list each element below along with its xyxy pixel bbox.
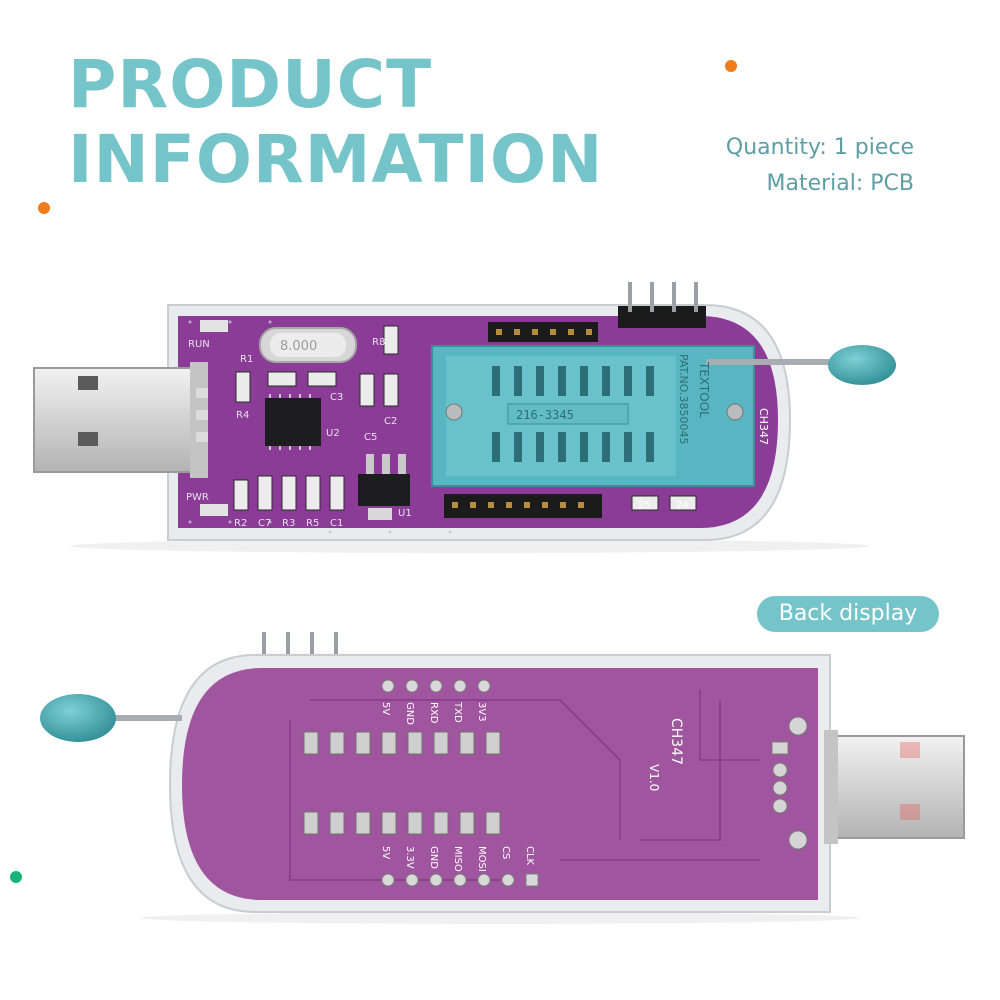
label-c2: C2 [384,416,397,427]
front-board [33,282,896,553]
label-r8: R8 [372,337,385,348]
socket-brand: TEXTOOL [697,361,711,418]
spec-material: Material: PCB [766,171,914,196]
pcb-edge-dots [188,320,452,534]
label-u2: U2 [326,428,340,439]
green-dot-left [10,871,22,883]
back-pin-bottom-5: MOSI [476,846,487,872]
back-pin-bottom-2: 3.3V [404,846,415,869]
back-pin-top-2: GND [404,702,415,725]
label-25: 25 [638,500,651,511]
back-pin-top-3: RXD [428,702,439,724]
orange-dot-top-right [725,60,737,72]
back-pin-bottom-3: GND [428,846,439,869]
back-board [40,632,965,924]
spec-quantity: Quantity: 1 piece [725,135,914,160]
label-r4: R4 [236,410,249,421]
lever-knob [828,345,896,385]
usb-plug-back [824,730,965,844]
usb-plug-front [33,362,208,478]
socket-patent: PAT.NO.3850045 [677,354,690,444]
back-pin-bottom-7: CLK [524,846,535,866]
label-r3: R3 [282,518,295,529]
back-pin-bottom-4: MISO [452,846,463,872]
label-r5: R5 [306,518,319,529]
back-pin-bottom-6: CS [500,846,511,859]
lever-knob-back [40,694,116,742]
back-display-badge: Back display [757,596,939,632]
label-u1: U1 [398,508,412,519]
label-c1: C1 [330,518,343,529]
crystal-label: 8.000 [280,339,317,354]
label-c5: C5 [364,432,377,443]
back-pin-top-5: 3V3 [476,702,487,722]
label-run: RUN [188,339,210,350]
socket-model: 216-3345 [516,408,574,422]
back-pin-top-4: TXD [452,701,463,723]
label-r2: R2 [234,518,247,529]
back-pin-top-1: 5V [380,702,391,715]
label-ch347-front: CH347 [757,408,770,445]
label-r1: R1 [240,354,253,365]
heading-information: INFORMATION [68,121,604,198]
orange-dot-left [38,202,50,214]
heading-product: PRODUCT [68,46,433,123]
back-pin-bottom-1: 5V [380,846,391,859]
label-24: 24 [676,500,689,511]
label-c7: C7 [258,518,271,529]
label-pwr: PWR [186,492,209,503]
back-chip-label: CH347 [668,718,684,765]
back-version-label: V1.0 [647,764,661,791]
zif-socket [431,345,755,487]
label-c3: C3 [330,392,343,403]
